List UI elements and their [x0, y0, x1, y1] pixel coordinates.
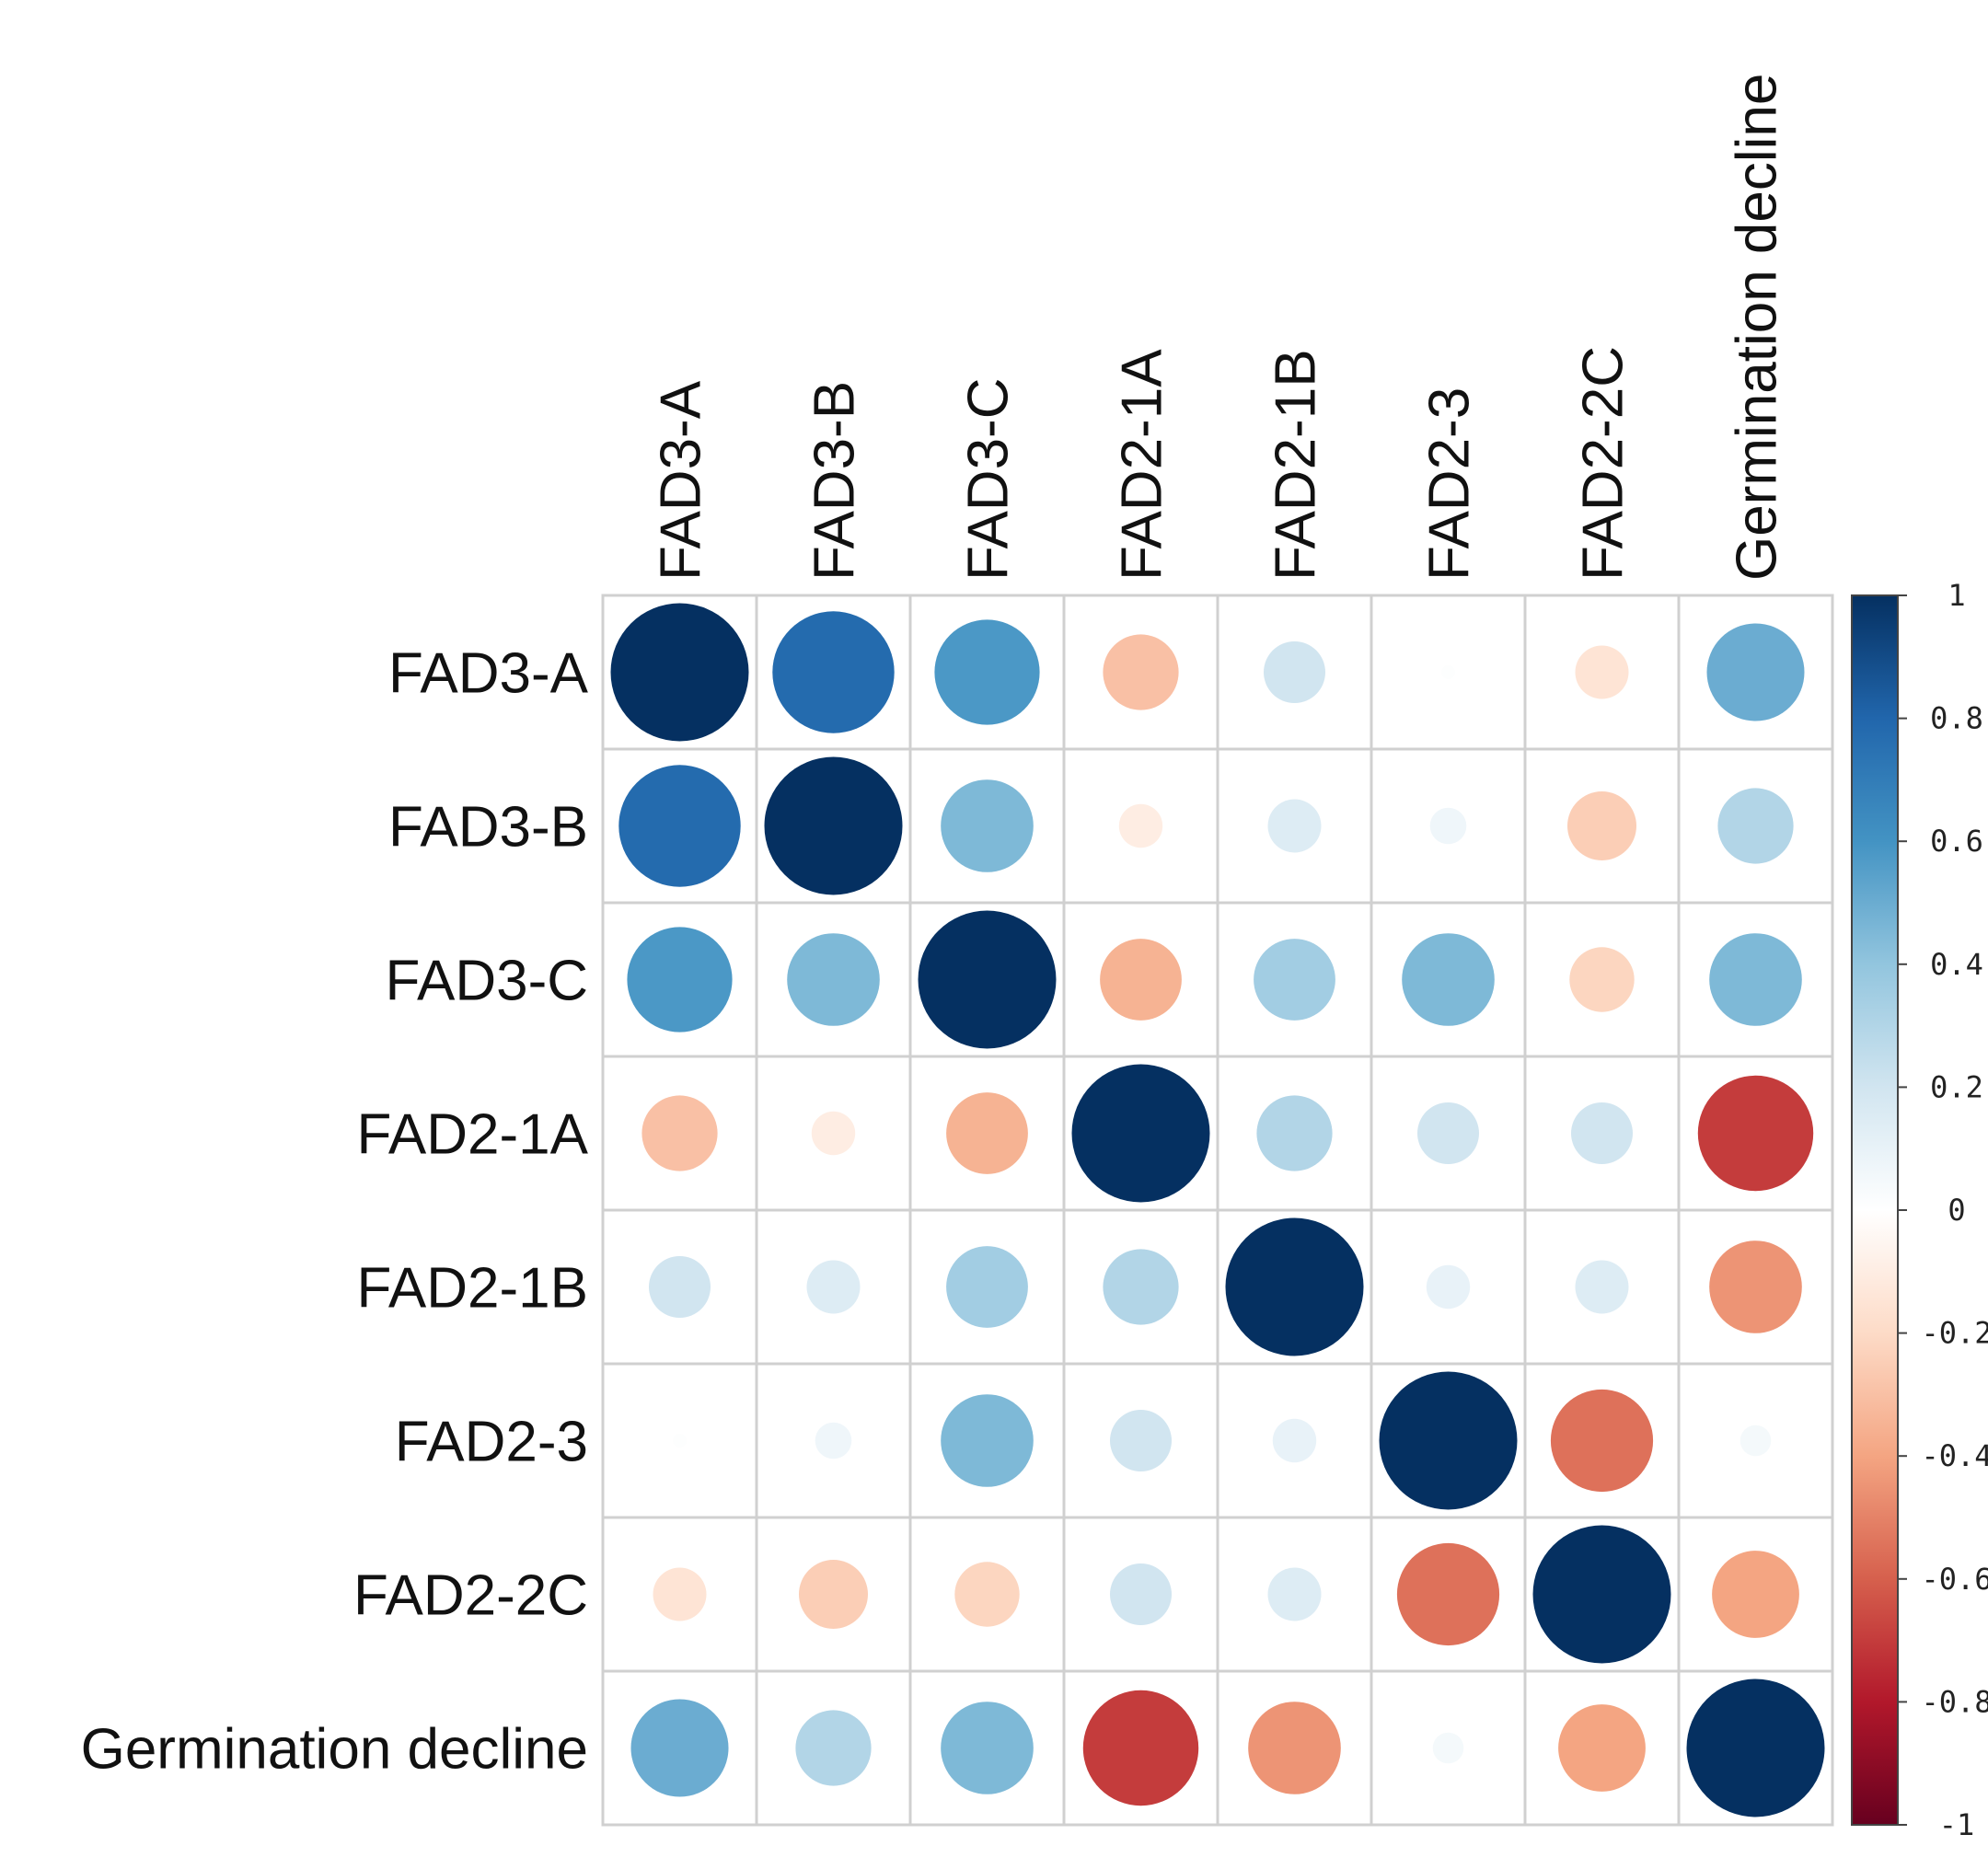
- column-label: FAD2-2C: [1572, 346, 1635, 581]
- correlation-circle: [1740, 1425, 1772, 1457]
- colorbar-tick-label: -0.8: [1921, 1684, 1988, 1719]
- correlation-circle: [610, 603, 749, 742]
- correlation-circle: [1103, 634, 1179, 710]
- column-labels: FAD3-A FAD3-B FAD3-C FAD2-1A FAD2-1B FAD2-3 FA…: [650, 74, 1789, 581]
- correlation-circle: [1082, 1690, 1199, 1806]
- correlation-circle: [1712, 1551, 1799, 1638]
- colorbar-tick-label: 0.8: [1930, 701, 1983, 736]
- correlation-circle: [641, 1095, 718, 1171]
- correlation-circle: [918, 910, 1057, 1049]
- column-label: FAD3-B: [803, 381, 867, 581]
- colorbar-tick-label: 0.4: [1930, 947, 1983, 982]
- colorbar-tick-label: -0.6: [1921, 1562, 1988, 1597]
- row-labels: FAD3-A FAD3-B FAD3-C FAD2-1A FAD2-1B FAD2-3FA…: [81, 642, 589, 1782]
- correlation-circle: [1254, 939, 1335, 1021]
- row-label: FAD2-3: [395, 1411, 588, 1474]
- correlation-circle: [787, 933, 880, 1026]
- correlation-circle: [795, 1710, 872, 1786]
- column-label: FAD2-1A: [1111, 349, 1174, 581]
- column-label: FAD3-A: [650, 380, 713, 581]
- correlation-circle: [1686, 1679, 1825, 1817]
- column-label: FAD2-3: [1418, 387, 1482, 581]
- correlation-circle: [1571, 1102, 1633, 1164]
- colorbar-tick-label: 0: [1948, 1193, 1965, 1228]
- correlation-circle: [1709, 1240, 1802, 1333]
- row-label: FAD2-1B: [356, 1257, 588, 1321]
- row-label: FAD3-B: [388, 796, 588, 860]
- correlation-circle: [1110, 1410, 1172, 1471]
- row-label: FAD2-1A: [356, 1103, 588, 1167]
- correlation-circle: [1264, 641, 1325, 703]
- correlation-circle: [806, 1260, 861, 1314]
- correlation-circle: [1267, 799, 1322, 853]
- correlation-circle: [1417, 1102, 1479, 1164]
- correlation-circle: [1575, 1260, 1629, 1314]
- correlation-circle: [941, 1394, 1034, 1487]
- correlation-circle: [1256, 1095, 1333, 1171]
- column-label: Germination decline: [1726, 74, 1789, 581]
- row-label: FAD3-A: [388, 642, 589, 706]
- colorbar-tick-label: 0.6: [1930, 824, 1983, 859]
- correlation-circle: [1550, 1389, 1654, 1493]
- colorbar-tick-label: 1: [1948, 578, 1965, 613]
- row-label: Germination decline: [81, 1718, 588, 1782]
- correlation-circle: [1267, 1567, 1322, 1621]
- correlation-circle: [1706, 623, 1805, 721]
- correlation-circle: [772, 611, 895, 733]
- row-label: FAD3-C: [386, 950, 588, 1013]
- correlation-circle: [799, 1560, 868, 1629]
- correlation-circle: [1225, 1217, 1364, 1356]
- correlation-circle: [1426, 1264, 1471, 1309]
- correlation-circle: [1532, 1525, 1671, 1664]
- correlation-circle: [1396, 1542, 1500, 1646]
- row-label: FAD2-2C: [353, 1564, 588, 1628]
- correlation-circle: [1379, 1371, 1518, 1510]
- correlation-circle: [1110, 1563, 1172, 1625]
- correlation-circle: [1558, 1704, 1646, 1792]
- circle-layer: [610, 603, 1825, 1817]
- correlation-circle: [1567, 791, 1636, 860]
- correlation-circle: [1272, 1418, 1317, 1463]
- correlation-circle: [1429, 807, 1467, 845]
- correlation-circle: [649, 1256, 711, 1318]
- correlation-circle: [1118, 803, 1163, 848]
- colorbar: 1 0.8 0.6 0.4 0.2 0 -0.2 -0.4 -0.6 -0.8 -1: [1851, 578, 1988, 1842]
- correlation-circle: [673, 1434, 687, 1448]
- correlation-circle: [954, 1562, 1020, 1627]
- correlation-circle: [1432, 1732, 1464, 1764]
- correlation-circle: [1100, 939, 1182, 1021]
- colorbar-gradient: [1852, 595, 1898, 1825]
- correlation-circle: [946, 1246, 1028, 1328]
- correlation-circle: [630, 1699, 729, 1797]
- correlation-circle: [811, 1111, 856, 1156]
- correlation-circle: [1717, 788, 1794, 864]
- correlation-circle: [653, 1567, 707, 1621]
- correlation-circle: [1575, 645, 1629, 699]
- correlation-circle: [1569, 947, 1635, 1012]
- correlation-circle: [1441, 665, 1455, 679]
- colorbar-tick-label: -1: [1939, 1807, 1975, 1842]
- colorbar-tick-label: -0.2: [1921, 1316, 1988, 1351]
- colorbar-tick-label: -0.4: [1921, 1438, 1988, 1473]
- correlation-circle: [934, 619, 1040, 725]
- correlation-circle: [1103, 1249, 1179, 1325]
- correlation-circle: [1248, 1702, 1341, 1794]
- colorbar-tick-label: 0.2: [1930, 1069, 1983, 1104]
- correlation-circle: [941, 779, 1034, 872]
- correlation-circle: [1402, 933, 1495, 1026]
- column-label: FAD3-C: [957, 378, 1021, 581]
- correlation-circle: [618, 765, 741, 887]
- correlation-circle: [815, 1422, 852, 1459]
- correlation-circle: [941, 1702, 1034, 1794]
- correlation-circle: [627, 927, 733, 1033]
- correlation-circle: [764, 756, 903, 895]
- correlation-circle: [1709, 933, 1802, 1026]
- column-label: FAD2-1B: [1265, 349, 1328, 581]
- correlation-circle: [946, 1092, 1028, 1174]
- correlation-circle: [1071, 1064, 1210, 1203]
- correlation-circle: [1697, 1075, 1814, 1192]
